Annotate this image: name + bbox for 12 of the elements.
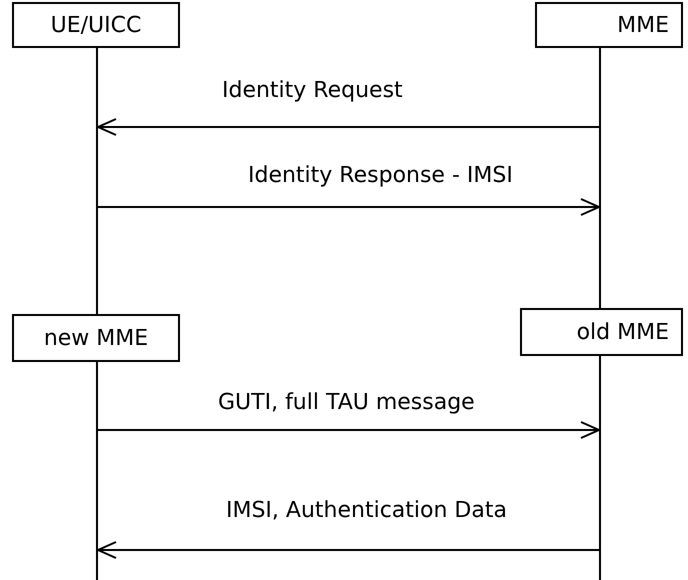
message-arrow	[98, 421, 600, 439]
participant-box: new MME	[12, 314, 180, 362]
participant-box: MME	[535, 2, 683, 48]
message-arrow	[97, 118, 599, 136]
message-arrow	[98, 198, 600, 216]
participant-box: UE/UICC	[12, 2, 180, 48]
lifeline	[599, 48, 601, 308]
lifeline	[96, 48, 98, 314]
message-arrow	[97, 541, 599, 559]
lifeline	[96, 362, 98, 580]
participant-box: old MME	[520, 308, 683, 356]
lifeline	[599, 356, 601, 580]
